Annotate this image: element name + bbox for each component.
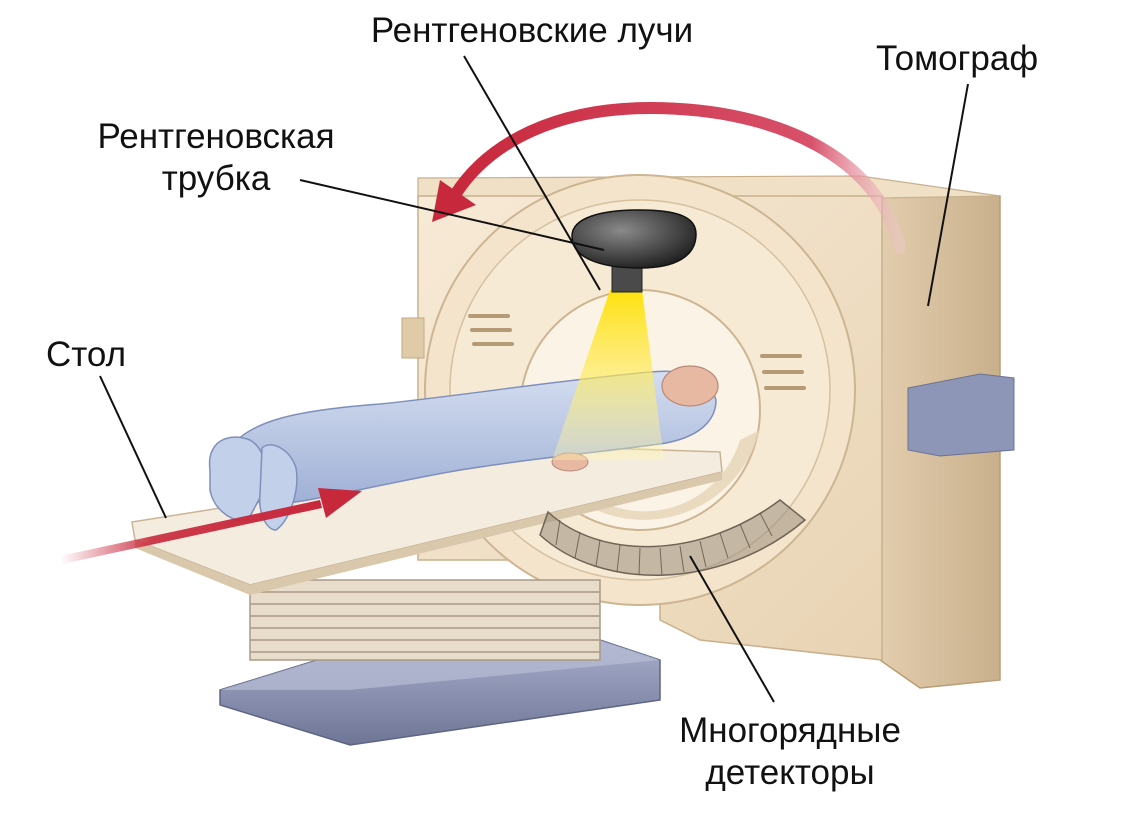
vent-left: [468, 314, 514, 346]
xray-tube: [571, 209, 697, 293]
patient-head: [661, 365, 719, 407]
detector-arc: [539, 499, 807, 576]
label-detectors: Многорядные детекторы: [640, 710, 940, 794]
vent-right: [760, 354, 806, 390]
label-scanner: Томограф: [876, 39, 1039, 78]
label-xray-tube-line1: Рентгеновская: [97, 117, 335, 156]
leader-table: [99, 375, 167, 519]
label-detectors-line1: Многорядные: [679, 711, 901, 750]
label-xray-tube-line2: трубка: [161, 159, 271, 198]
leader-xray-beams: [463, 55, 601, 291]
table-bellows: [249, 579, 601, 661]
detector-array: [539, 499, 807, 576]
bore-shadow: [540, 430, 760, 520]
leader-xray-tube: [299, 179, 605, 251]
table-motion-arrow: [60, 488, 362, 564]
leader-scanner: [927, 83, 969, 307]
label-xray-tube: Рентгеновская трубка: [66, 116, 366, 200]
xray-beam: [552, 290, 664, 460]
leader-detectors: [689, 555, 775, 703]
leader-lines: [99, 55, 969, 703]
gantry-side-panel-right: [907, 373, 1015, 457]
tube-body: [571, 209, 697, 269]
detector-cells: [555, 512, 773, 576]
rotation-arrowhead: [432, 180, 476, 222]
table-base: [219, 579, 661, 746]
gantry-side-panel-left: [401, 317, 425, 359]
label-table: Стол: [46, 335, 127, 374]
label-xray-beams: Рентгеновские лучи: [370, 11, 694, 50]
rotation-arrow: [449, 101, 906, 254]
label-detectors-line2: детекторы: [705, 753, 875, 792]
